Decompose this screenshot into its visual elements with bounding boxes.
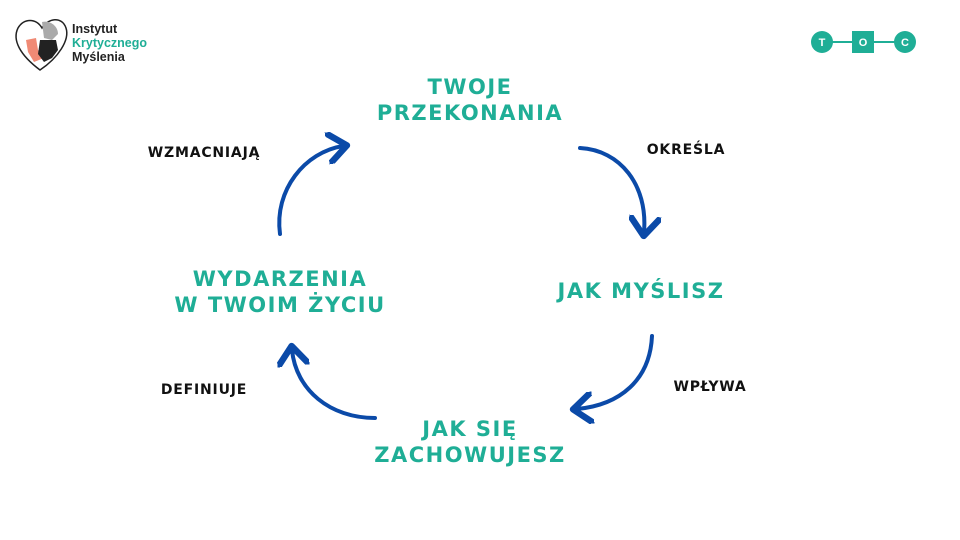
node-behaviour: JAK SIĘ ZACHOWUJESZ [374, 416, 566, 468]
arrow-beliefs-to-thinking [578, 146, 644, 232]
logo-text: Instytut Krytycznego Myślenia [72, 22, 147, 64]
edge-label-defines: DEFINIUJE [160, 382, 248, 398]
node-behaviour-line-1: JAK SIĘ [422, 417, 518, 441]
edge-label-reinforce: WZMACNIAJĄ [147, 145, 261, 161]
node-events: WYDARZENIA W TWOIM ŻYCIU [174, 266, 385, 318]
node-events-line-2: W TWOIM ŻYCIU [174, 293, 386, 317]
toc-letter-o: O [859, 37, 868, 49]
node-behaviour-line-2: ZACHOWUJESZ [374, 443, 566, 467]
logo-icon [15, 19, 68, 71]
toc-badge: T O C [811, 31, 916, 53]
node-events-line-1: WYDARZENIA [192, 267, 368, 291]
toc-letter-t: T [819, 37, 826, 49]
toc-letter-c: C [901, 37, 909, 49]
arrow-behaviour-to-events [292, 350, 377, 420]
node-beliefs: TWOJE PRZEKONANIA [377, 74, 563, 126]
logo-line-1: Instytut [72, 22, 118, 36]
node-beliefs-line-2: PRZEKONANIA [376, 101, 564, 125]
logo-line-2: Krytycznego [72, 36, 148, 50]
edge-label-determines: OKREŚLA [646, 142, 726, 158]
node-beliefs-line-1: TWOJE [427, 75, 513, 99]
arrow-thinking-to-behaviour [577, 334, 654, 409]
arrow-events-to-beliefs [277, 146, 343, 236]
edge-label-affects: WPŁYWA [673, 379, 747, 395]
logo-line-3: Myślenia [72, 50, 125, 64]
node-thinking: JAK MYŚLISZ [557, 279, 725, 303]
